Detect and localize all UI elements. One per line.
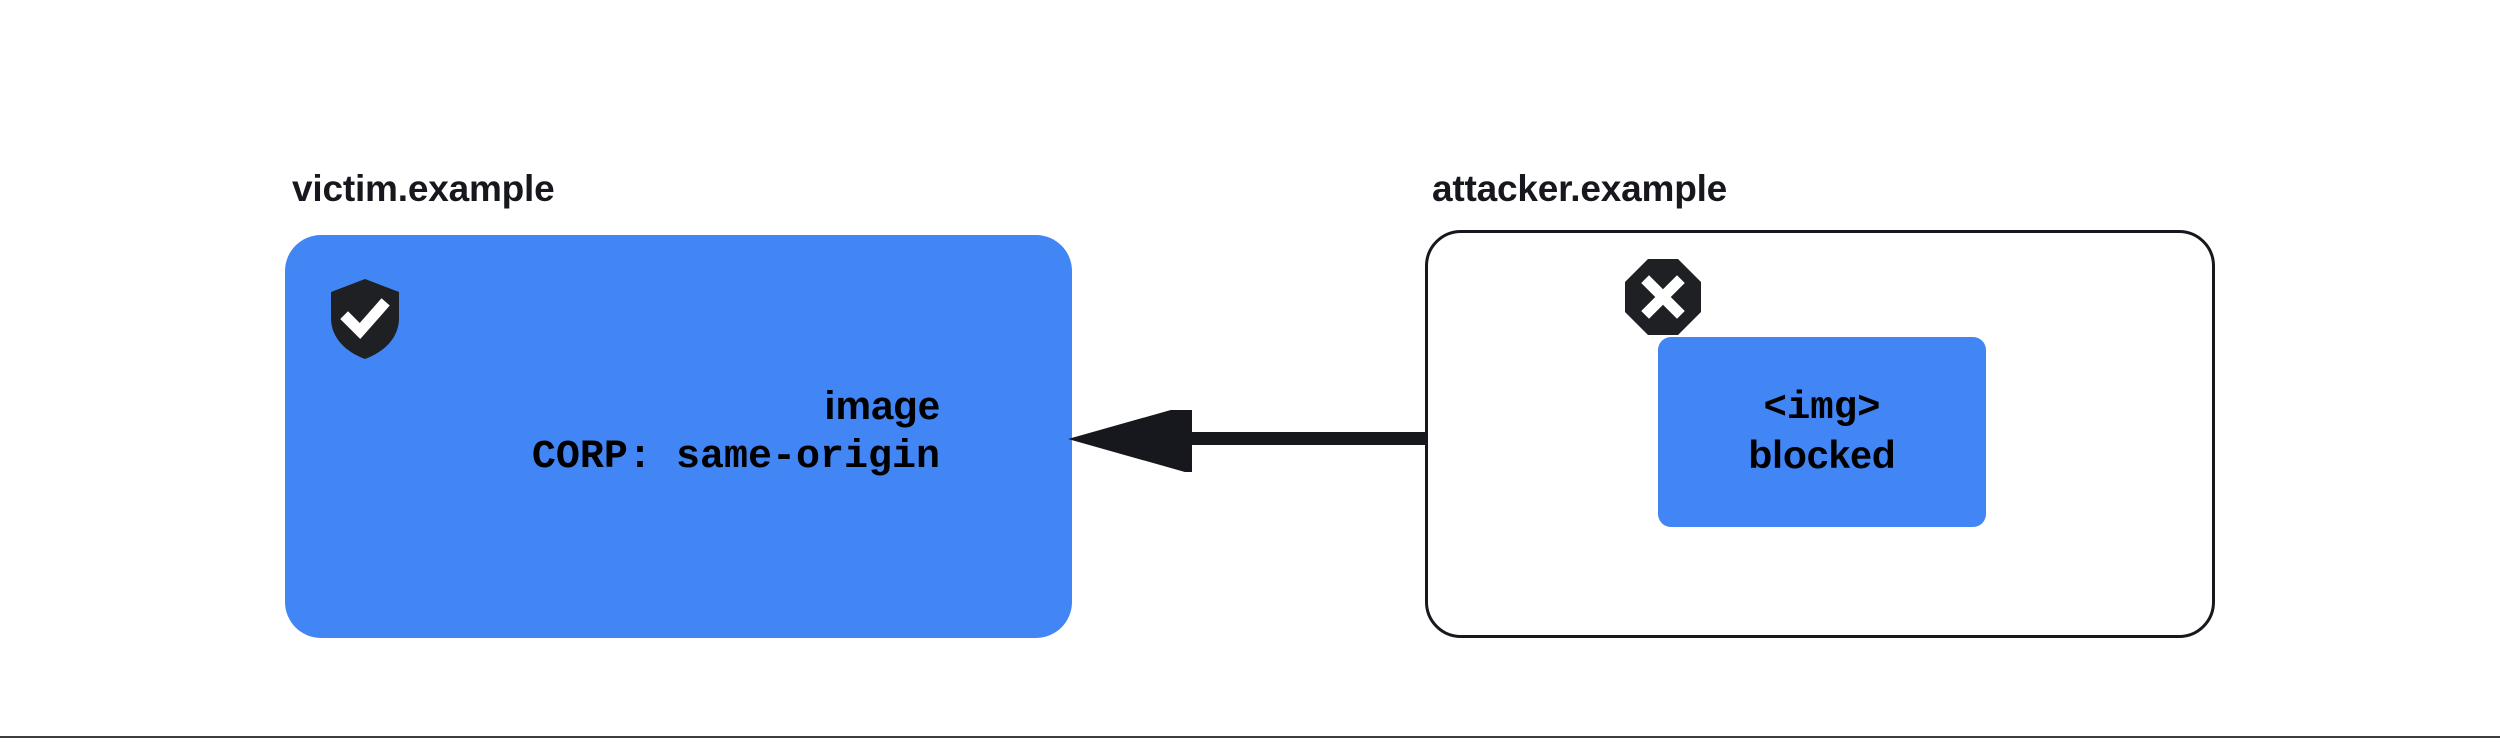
attacker-origin-label: attacker.example [1432,168,1728,209]
image-element-status: blocked [1748,434,1896,477]
victim-resource-text: image CORP: same-origin [285,380,940,484]
victim-origin-panel: image CORP: same-origin [285,235,1072,638]
victim-resource-header: CORP: same-origin [531,435,940,480]
victim-resource-name: image [824,384,940,428]
octagon-x-icon [1624,258,1702,336]
footer-divider [0,736,2500,738]
attacker-origin-panel: <img> blocked [1425,230,2215,638]
blocked-image-element: <img> blocked [1658,337,1986,527]
victim-origin-label: victim.example [292,168,555,209]
shield-check-icon [329,278,401,360]
image-element-code: <img> [1763,386,1881,430]
